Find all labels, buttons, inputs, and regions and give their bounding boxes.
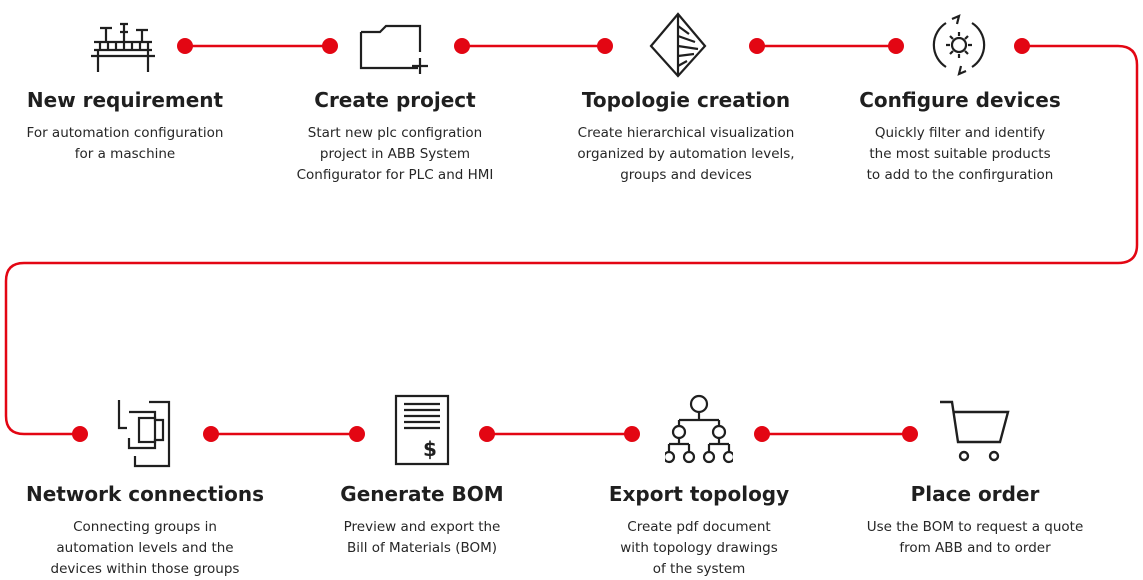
step-create-project: Create project Start new plc configratio… [265, 88, 525, 186]
flow-dot [479, 426, 495, 442]
step-network-connections: Network connections Connecting groups in… [15, 482, 275, 580]
step-topologie-creation: Topologie creation Create hierarchical v… [556, 88, 816, 186]
shopping-cart-icon [940, 400, 1010, 462]
network-connection-icon [117, 400, 171, 468]
flow-dot [454, 38, 470, 54]
flow-dot [888, 38, 904, 54]
step-configure-devices: Configure devices Quickly filter and ide… [830, 88, 1090, 186]
flow-dot [749, 38, 765, 54]
flow-dot [1014, 38, 1030, 54]
step-title: New requirement [26, 88, 224, 112]
flow-dot [624, 426, 640, 442]
flow-dot [72, 426, 88, 442]
step-title: Create project [314, 88, 476, 112]
topology-diamond-icon [649, 12, 707, 78]
step-title: Configure devices [859, 88, 1061, 112]
step-title: Place order [910, 482, 1040, 506]
step-place-order: Place order Use the BOM to request a quo… [845, 482, 1105, 559]
step-new-requirement: New requirement For automation configura… [0, 88, 255, 165]
gear-cycle-icon [932, 14, 986, 76]
flow-dot [902, 426, 918, 442]
hierarchy-icon [665, 394, 733, 464]
folder-add-icon [359, 24, 428, 74]
step-title: Topologie creation [581, 88, 791, 112]
flow-dot [177, 38, 193, 54]
flow-dot [597, 38, 613, 54]
step-title: Export topology [608, 482, 790, 506]
bom-document-icon: $ [394, 394, 450, 466]
flow-dot [322, 38, 338, 54]
flow-dot [203, 426, 219, 442]
flow-line [4, 44, 1139, 436]
flow-dot [349, 426, 365, 442]
step-title: Generate BOM [340, 482, 504, 506]
machine-icon [91, 22, 155, 72]
step-title: Network connections [26, 482, 264, 506]
svg-text:$: $ [423, 437, 437, 461]
flow-dot [754, 426, 770, 442]
